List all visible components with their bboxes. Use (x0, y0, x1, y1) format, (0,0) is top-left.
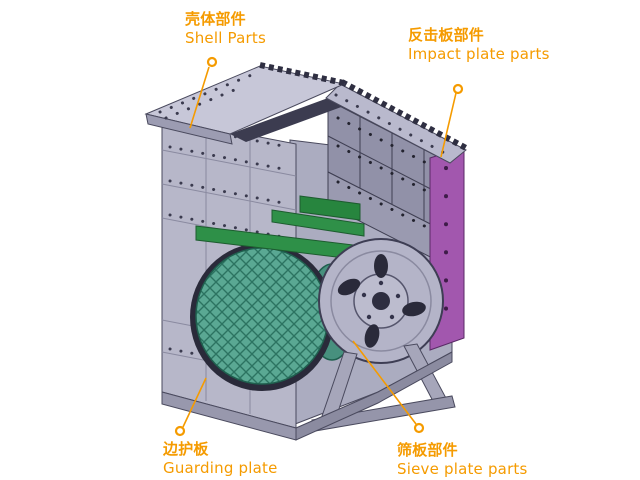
leader-lines (174, 56, 464, 437)
pulley-wheel (318, 238, 444, 364)
leader-dot-guarding (174, 425, 186, 437)
callout-shell-parts: 壳体部件 Shell Parts (185, 10, 266, 48)
callout-impact-en: Impact plate parts (408, 45, 550, 64)
sieve-drum-surface (195, 247, 329, 385)
leader-impact (440, 92, 457, 158)
callout-guarding-plate: 边护板 Guarding plate (163, 440, 278, 478)
top-cover (144, 62, 468, 164)
callout-sieve-zh: 筛板部件 (397, 441, 458, 459)
callout-shell-en: Shell Parts (185, 29, 266, 48)
machine-base (161, 351, 453, 441)
leader-guarding (182, 377, 207, 428)
leader-sieve (352, 340, 417, 425)
callout-guarding-zh: 边护板 (163, 440, 209, 458)
leader-dot-impact (452, 83, 464, 95)
callout-impact-zh: 反击板部件 (408, 26, 485, 44)
callout-shell-zh: 壳体部件 (185, 10, 246, 28)
leader-dot-shell (206, 56, 218, 68)
callout-impact-plate: 反击板部件 Impact plate parts (408, 26, 550, 64)
callout-guarding-en: Guarding plate (163, 459, 278, 478)
callout-sieve-en: Sieve plate parts (397, 460, 528, 479)
leader-shell (189, 66, 210, 129)
leader-dot-sieve (413, 422, 425, 434)
feed-opening (230, 98, 344, 142)
callout-sieve-plate: 筛板部件 Sieve plate parts (397, 441, 528, 479)
